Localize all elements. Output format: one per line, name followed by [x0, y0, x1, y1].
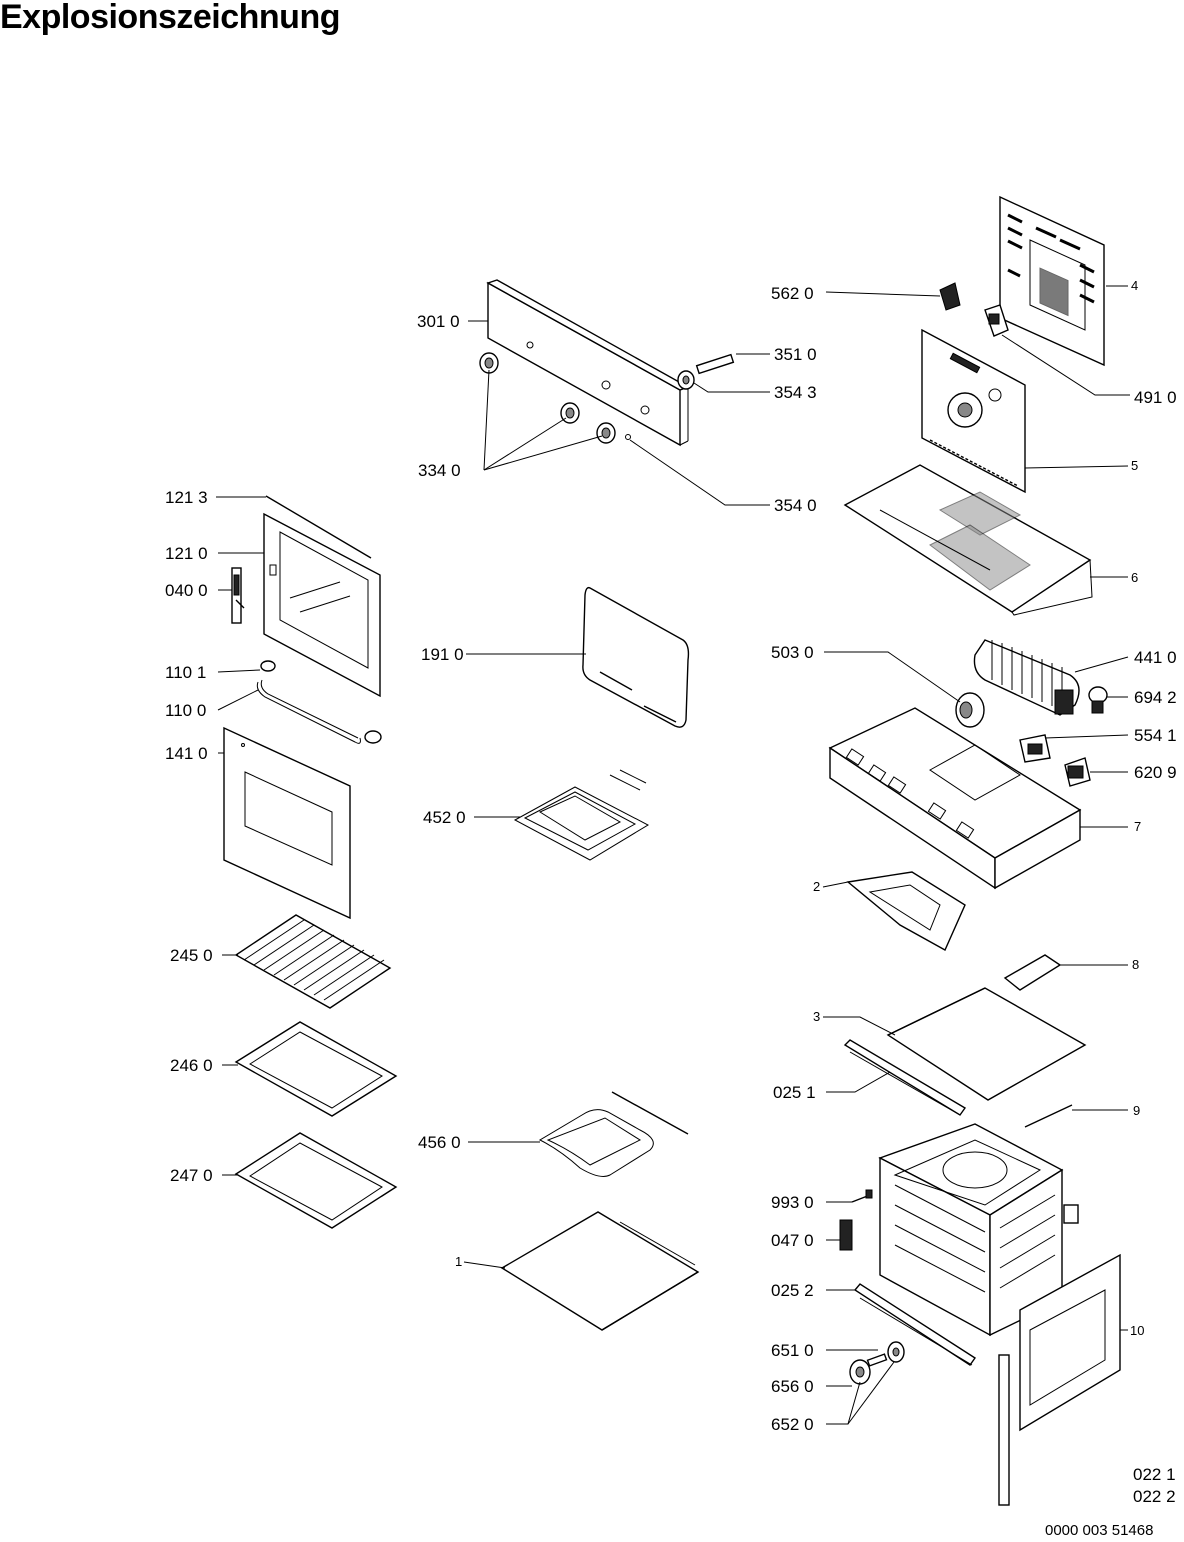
label-301-0: 301 0 [417, 312, 460, 331]
label-10: 10 [1130, 1323, 1144, 1338]
side-panel-part [998, 1253, 1121, 1506]
spindle-part [677, 353, 735, 390]
callout-labels: 301 0 351 0 354 3 334 0 354 0 562 0 4 49… [165, 278, 1177, 1434]
leader-lines [216, 285, 1130, 1425]
door-handle-part [256, 660, 382, 744]
bottom-plate-part [500, 1211, 700, 1331]
door-seal-part [582, 586, 690, 728]
bracket-part [939, 282, 961, 311]
label-2: 2 [813, 879, 820, 894]
label-4: 4 [1131, 278, 1138, 293]
label-354-3: 354 3 [774, 383, 817, 402]
bottom-heater-part [538, 1091, 689, 1177]
label-121-0: 121 0 [165, 544, 208, 563]
label-5: 5 [1131, 458, 1138, 473]
label-7: 7 [1134, 819, 1141, 834]
control-housing-part [828, 707, 1082, 890]
label-441-0: 441 0 [1134, 648, 1177, 667]
label-503-0: 503 0 [771, 643, 814, 662]
label-025-2: 025 2 [771, 1281, 814, 1300]
variant-code-1: 022 1 [1133, 1465, 1176, 1484]
label-110-1: 110 1 [165, 663, 206, 682]
rear-cover-part [999, 195, 1105, 367]
variant-code-2: 022 2 [1133, 1487, 1176, 1506]
label-354-0: 354 0 [774, 496, 817, 515]
door-frame-part [263, 495, 381, 698]
side-bracket-part [846, 871, 966, 951]
label-025-1: 025 1 [773, 1083, 816, 1102]
label-334-0: 334 0 [418, 461, 461, 480]
label-652-0: 652 0 [771, 1415, 814, 1434]
label-993-0: 993 0 [771, 1193, 814, 1212]
label-9: 9 [1133, 1103, 1140, 1118]
screw-part [851, 1189, 873, 1203]
label-191-0: 191 0 [421, 645, 464, 664]
label-651-0: 651 0 [771, 1341, 814, 1360]
label-1: 1 [455, 1254, 462, 1269]
baking-tray-part [234, 1021, 398, 1117]
label-8: 8 [1132, 957, 1139, 972]
cover-strip-part [1003, 954, 1062, 991]
label-656-0: 656 0 [771, 1377, 814, 1396]
label-245-0: 245 0 [170, 946, 213, 965]
inner-glass-part [223, 726, 351, 920]
tangential-fan-part [973, 639, 1080, 716]
thermostat-part [984, 304, 1009, 337]
label-694-2: 694 2 [1134, 688, 1177, 707]
label-141-0: 141 0 [165, 744, 208, 763]
label-3: 3 [813, 1009, 820, 1024]
knob-assembly-part [849, 1341, 905, 1385]
label-110-0: 110 0 [165, 701, 206, 720]
page-title: Explosionszeichnung [0, 0, 340, 36]
rail-part [843, 1039, 967, 1116]
label-620-9: 620 9 [1134, 763, 1177, 782]
label-491-0: 491 0 [1134, 388, 1177, 407]
label-452-0: 452 0 [423, 808, 466, 827]
label-562-0: 562 0 [771, 284, 814, 303]
wire-shelf-part [234, 914, 392, 1009]
label-040-0: 040 0 [165, 581, 208, 600]
document-number: 0000 003 51468 [1045, 1522, 1154, 1539]
label-246-0: 246 0 [170, 1056, 213, 1075]
control-panel-part [486, 279, 690, 447]
label-6: 6 [1131, 570, 1138, 585]
top-heater-part [513, 769, 650, 861]
top-plate-part [843, 464, 1093, 616]
lamp-holder-part [1088, 686, 1108, 714]
lower-rail-part [853, 1283, 976, 1366]
fan-plate-part [921, 328, 1026, 494]
fan-motor-part [955, 692, 985, 728]
label-047-0: 047 0 [771, 1231, 814, 1250]
label-351-0: 351 0 [774, 345, 817, 364]
label-247-0: 247 0 [170, 1166, 213, 1185]
hinge-part [231, 567, 245, 624]
label-456-0: 456 0 [418, 1133, 461, 1152]
switch-part [1019, 734, 1091, 787]
clip-part [839, 1219, 853, 1251]
oven-cavity-part [878, 1123, 1079, 1337]
deep-tray-part [234, 1132, 398, 1229]
base-plate-part [886, 987, 1087, 1101]
label-554-1: 554 1 [1134, 726, 1177, 745]
label-121-3: 121 3 [165, 488, 208, 507]
rod-part [1024, 1104, 1073, 1128]
